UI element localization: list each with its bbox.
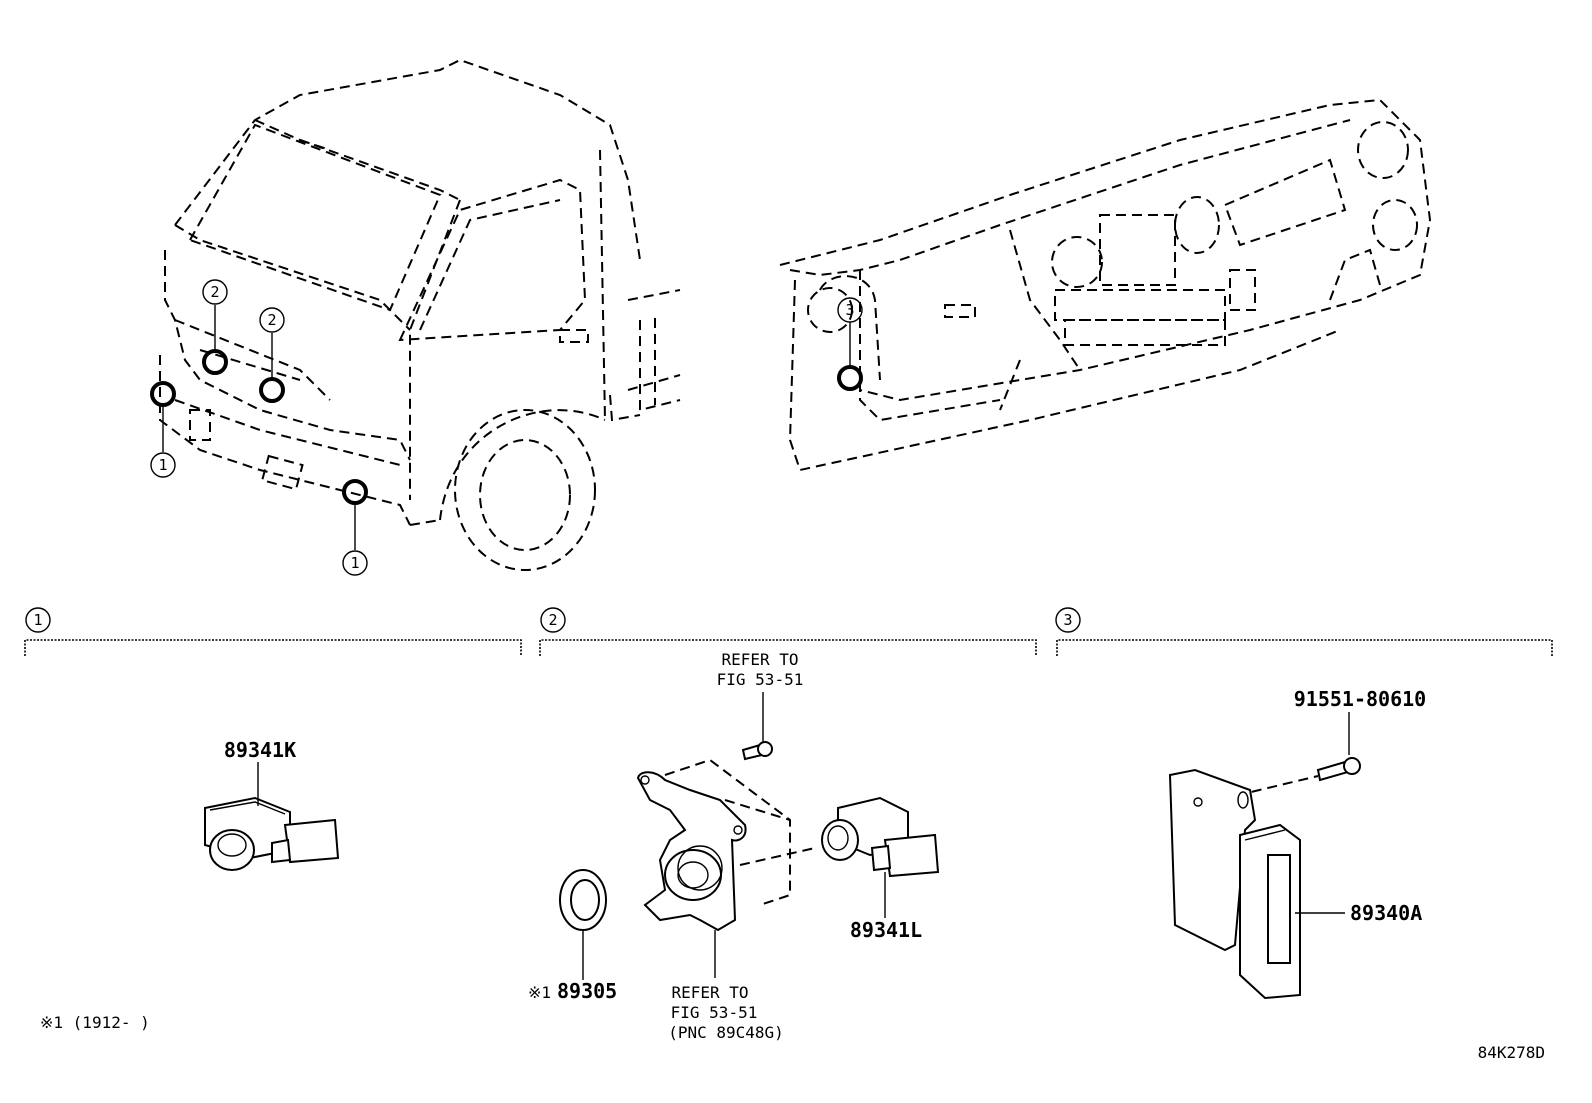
dash-callout-3[interactable]: 3: [837, 297, 863, 323]
svg-text:1: 1: [33, 611, 42, 629]
truck-callout-1b[interactable]: 1: [342, 550, 368, 576]
truck-callout-2a[interactable]: 2: [202, 279, 228, 305]
svg-text:2: 2: [210, 283, 219, 301]
bolt-section-2[interactable]: [741, 741, 773, 761]
section-3-header: 3: [1055, 607, 1553, 656]
truck-callout-1a[interactable]: 1: [150, 452, 176, 478]
refer-top-line1: REFER TO: [721, 650, 798, 669]
refer-bottom-line2: FIG 53-51: [671, 1003, 758, 1022]
svg-text:2: 2: [267, 311, 276, 329]
gasket-89305[interactable]: [559, 869, 607, 931]
sensor-89341K[interactable]: [204, 796, 340, 871]
bolt-91551-80610[interactable]: [1316, 757, 1361, 782]
sensor-89341L[interactable]: [821, 796, 940, 878]
refer-top-line2: FIG 53-51: [717, 670, 804, 689]
svg-text:3: 3: [845, 301, 854, 319]
footnote: ※1 (1912- ): [40, 1013, 150, 1032]
part-number-89340A: 89340A: [1350, 901, 1422, 925]
dashboard-illustration: [779, 98, 1432, 472]
truck-callout-2b[interactable]: 2: [259, 307, 285, 333]
svg-text:3: 3: [1063, 611, 1072, 629]
svg-text:1: 1: [350, 554, 359, 572]
part-number-89341L: 89341L: [850, 918, 922, 942]
truck-illustration: [159, 58, 681, 571]
part-number-91551-80610: 91551-80610: [1294, 687, 1426, 711]
sensor-bracket[interactable]: [636, 771, 747, 932]
svg-text:2: 2: [548, 611, 557, 629]
gasket-note-mark: ※1: [528, 983, 551, 1002]
truck-sensor-rings: [150, 305, 368, 550]
svg-text:1: 1: [158, 456, 167, 474]
part-number-89341K: 89341K: [224, 738, 296, 762]
figure-code: 84K278D: [1478, 1043, 1545, 1062]
ecu-89340A[interactable]: [1168, 768, 1301, 1000]
section-1-header: 1: [24, 607, 522, 656]
refer-bottom-line1: REFER TO: [671, 983, 748, 1002]
part-number-89305: 89305: [557, 979, 617, 1003]
section-2-header: 2: [539, 607, 1037, 656]
dash-sensor-ring: [837, 322, 863, 391]
refer-bottom-line3: (PNC 89C48G): [668, 1023, 784, 1042]
